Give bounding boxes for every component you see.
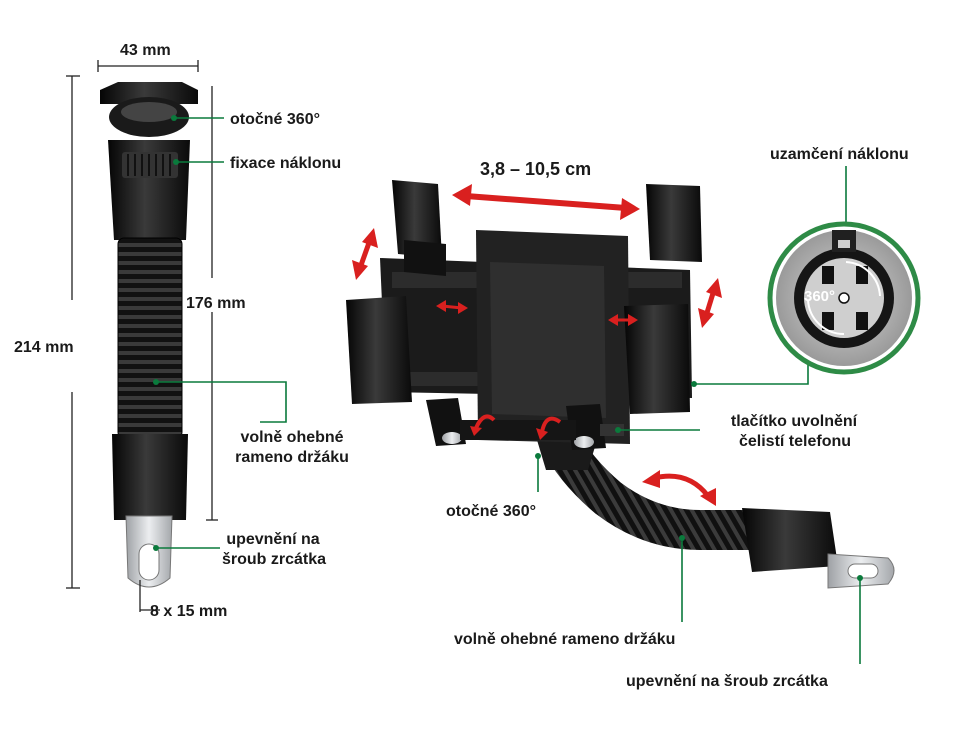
left-jaw-bottom bbox=[346, 296, 412, 404]
right-holder-drawing bbox=[346, 180, 895, 589]
slot-dimension-label: 8 x 15 mm bbox=[150, 603, 228, 620]
jaw-range-arrow bbox=[465, 193, 627, 211]
swivel-cap bbox=[100, 82, 198, 104]
left-arm-label-line2: rameno držáku bbox=[235, 449, 349, 466]
cradle-rubber-pad bbox=[490, 262, 606, 418]
right-mount-label: upevnění na šroub zrcátka bbox=[626, 673, 828, 690]
left-leader-lines bbox=[156, 117, 287, 549]
left-mount-label-line2: šroub zrcátka bbox=[221, 551, 327, 568]
left-tilt-lock-label: fixace náklonu bbox=[230, 155, 342, 172]
rotate-arrow-right bbox=[540, 416, 562, 433]
total-length-label: 214 mm bbox=[14, 339, 74, 356]
mount-slot bbox=[138, 543, 160, 581]
left-arm-label-line1: volně ohebné bbox=[240, 429, 344, 446]
left-mount-label-line1: upevnění na bbox=[226, 531, 320, 548]
arm-flex-arrow bbox=[653, 473, 710, 498]
right-bottom-sleeve bbox=[742, 508, 838, 572]
left-swivel-label: otočné 360° bbox=[230, 111, 320, 128]
rotate-arrow-left bbox=[474, 414, 496, 429]
red-arrows bbox=[352, 184, 722, 506]
left-jaw-top bbox=[392, 180, 442, 258]
release-button-label-line2: čelistí telefonu bbox=[738, 433, 852, 450]
jaw-range-label: 3,8 – 10,5 cm bbox=[480, 159, 592, 179]
right-swivel-label: otočné 360° bbox=[446, 503, 536, 520]
right-tilt-lock-label: uzamčení náklonu bbox=[770, 146, 909, 163]
leader-dot bbox=[171, 115, 177, 121]
left-holder-drawing bbox=[100, 82, 198, 588]
right-arm-label: volně ohebné rameno držáku bbox=[454, 631, 676, 648]
detail-rotation-label: 360° bbox=[804, 288, 836, 305]
tilt-lock-detail bbox=[767, 221, 921, 375]
release-button-label-line1: tlačítko uvolnění bbox=[730, 413, 858, 430]
flexible-arm bbox=[118, 238, 182, 438]
right-jaw-top bbox=[646, 184, 702, 262]
right-leader-lines bbox=[537, 166, 861, 664]
width-dimension-label: 43 mm bbox=[120, 42, 171, 59]
arm-length-label: 176 mm bbox=[186, 295, 246, 312]
bottom-sleeve bbox=[112, 434, 188, 520]
right-jaw-bottom bbox=[624, 304, 690, 414]
